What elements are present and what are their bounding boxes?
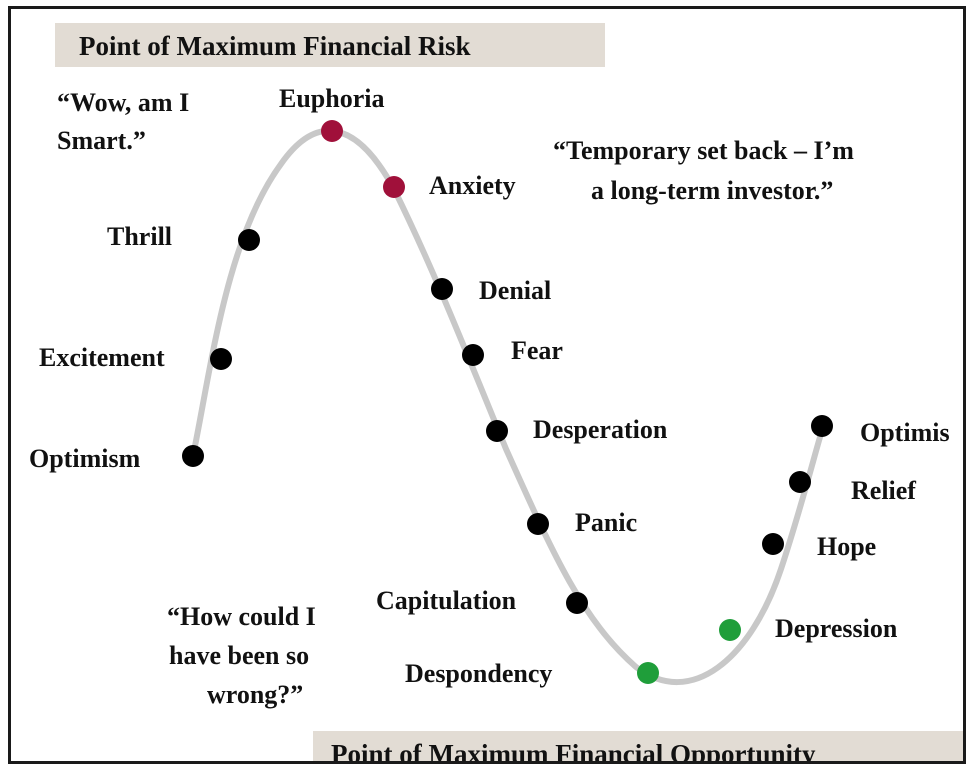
dot-desperation (486, 420, 508, 442)
quote-wrong-line-1: “How could I (167, 602, 316, 631)
diagram-frame: Point of Maximum Financial Risk Point of… (8, 6, 966, 764)
quote-wrong: “How could I have been so wrong?” (167, 602, 316, 709)
label-denial: Denial (479, 276, 551, 305)
label-despondency: Despondency (405, 659, 552, 688)
label-optimism: Optimism (29, 444, 141, 473)
label-excitement: Excitement (39, 343, 165, 372)
dot-capitulation (566, 592, 588, 614)
quote-setback: “Temporary set back – I’m a long-term in… (553, 136, 854, 205)
top-header-text: Point of Maximum Financial Risk (79, 31, 471, 61)
dot-panic (527, 513, 549, 535)
stage-labels: Optimism Excitement Thrill Euphoria Anxi… (29, 84, 950, 688)
dot-fear (462, 344, 484, 366)
dot-optimism-2 (811, 415, 833, 437)
label-euphoria: Euphoria (279, 84, 385, 113)
quote-setback-line-2: a long-term investor.” (591, 176, 833, 205)
label-desperation: Desperation (533, 415, 668, 444)
label-anxiety: Anxiety (429, 171, 516, 200)
label-hope: Hope (817, 532, 876, 561)
quote-wrong-line-2: have been so (169, 641, 309, 670)
dot-despondency (637, 662, 659, 684)
quote-smart: “Wow, am I Smart.” (57, 88, 189, 155)
label-panic: Panic (575, 508, 637, 537)
dot-anxiety (383, 176, 405, 198)
label-relief: Relief (851, 476, 916, 505)
quote-smart-line-1: “Wow, am I (57, 88, 189, 117)
quote-wrong-line-3: wrong?” (207, 680, 303, 709)
dot-optimism (182, 445, 204, 467)
label-thrill: Thrill (107, 222, 172, 251)
bottom-header-banner (313, 731, 963, 761)
investor-emotion-cycle-diagram: Point of Maximum Financial Risk Point of… (29, 23, 963, 764)
dot-relief (789, 471, 811, 493)
dot-denial (431, 278, 453, 300)
label-depression: Depression (775, 614, 898, 643)
dot-thrill (238, 229, 260, 251)
dot-excitement (210, 348, 232, 370)
dot-hope (762, 533, 784, 555)
quote-setback-line-1: “Temporary set back – I’m (553, 136, 854, 165)
stage-dots (182, 120, 833, 684)
top-header-banner (55, 23, 605, 67)
dot-depression (719, 619, 741, 641)
dot-euphoria (321, 120, 343, 142)
label-capitulation: Capitulation (376, 586, 517, 615)
label-fear: Fear (511, 336, 563, 365)
bottom-header-text: Point of Maximum Financial Opportunity (331, 739, 816, 764)
quote-smart-line-2: Smart.” (57, 126, 146, 155)
label-optimism-2: Optimis (860, 418, 950, 447)
